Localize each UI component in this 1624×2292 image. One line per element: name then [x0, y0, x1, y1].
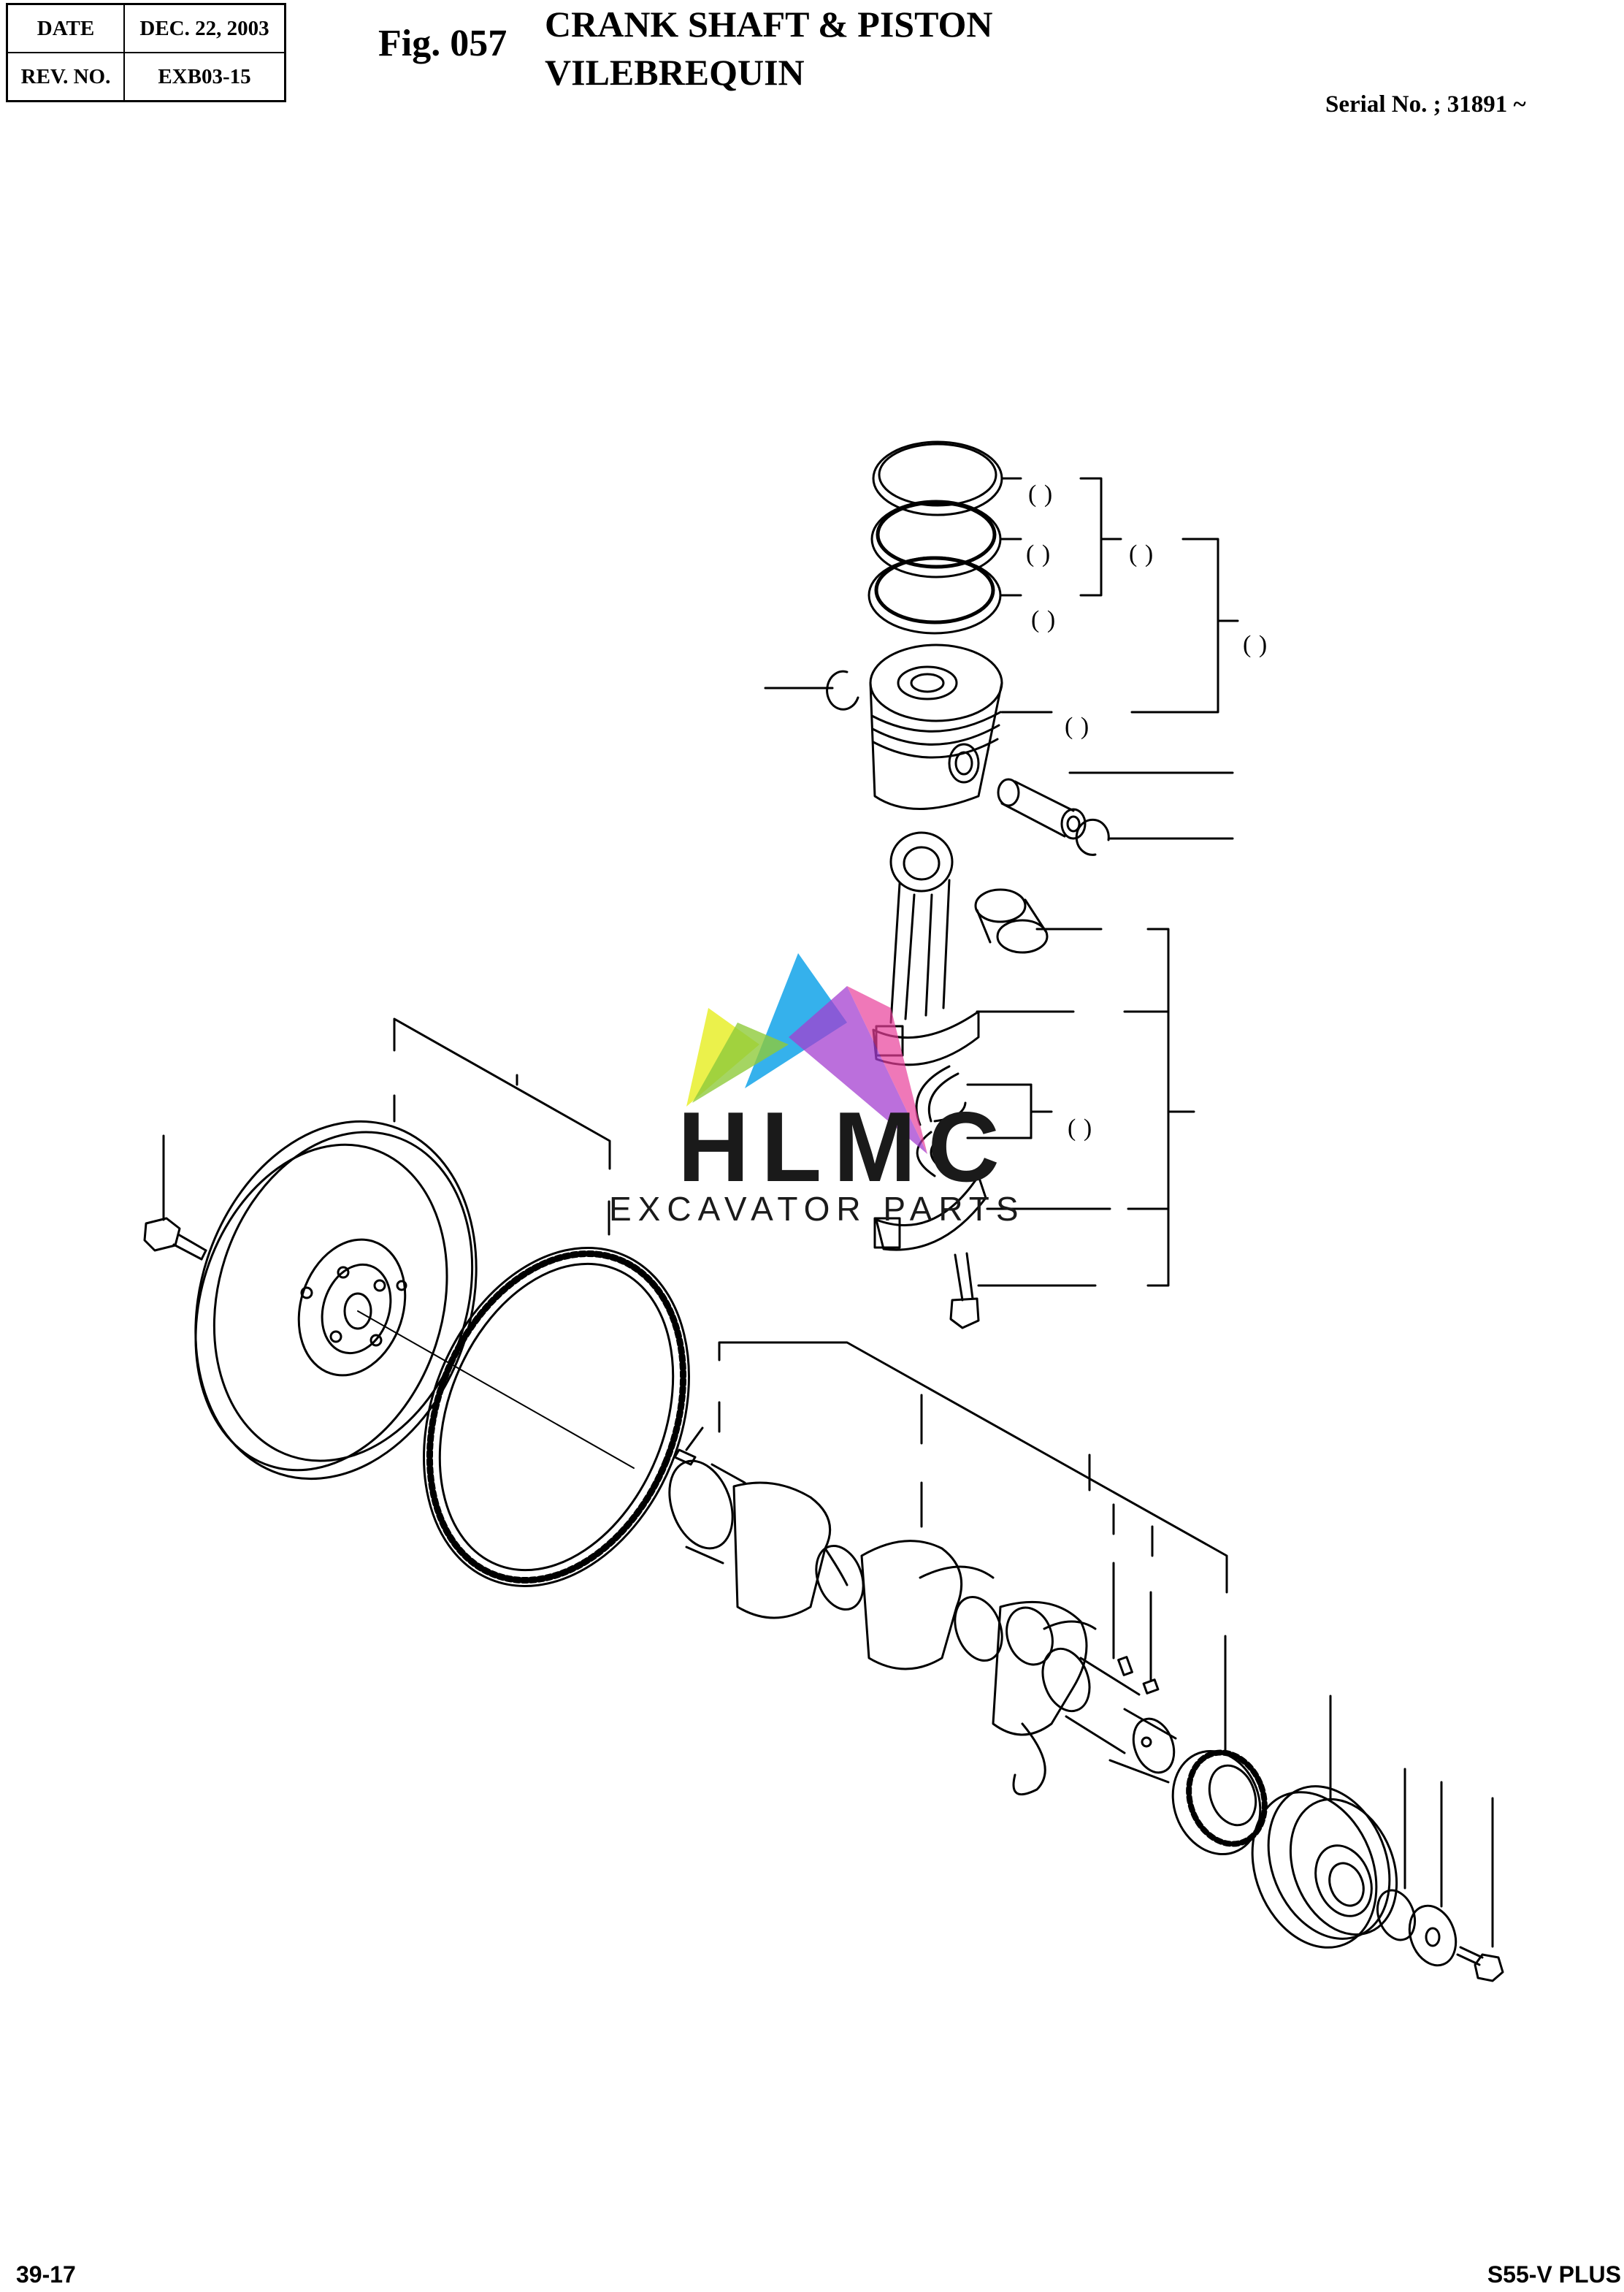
title-line-2: VILEBREQUIN — [545, 52, 805, 93]
watermark-brand: HLMC — [678, 1091, 1011, 1202]
callout-paren: ( ) — [1243, 631, 1268, 658]
bushing-icon — [974, 888, 1049, 954]
pulley-bolt-icon — [1456, 1946, 1504, 1982]
rev-label: REV. NO. — [6, 52, 125, 102]
callout-paren: ( ) — [1129, 540, 1154, 568]
rod-cap-icon — [873, 1174, 987, 1251]
callout-paren: ( ) — [1065, 713, 1090, 740]
crankshaft-callout-lines — [162, 1017, 1494, 1948]
washer-icon — [1376, 1889, 1458, 1967]
page-number: 39-17 — [16, 2261, 76, 2288]
snap-ring-icon — [826, 670, 859, 711]
dowel-pin-icon — [673, 1448, 697, 1466]
callout-paren: ( ) — [1031, 606, 1057, 633]
piston-pin-icon — [997, 778, 1087, 840]
serial-number: Serial No. ; 31891 ~ — [1325, 91, 1526, 118]
header-info-table: DATE DEC. 22, 2003 REV. NO. EXB03-15 — [6, 3, 286, 102]
crank-gear-icon — [1171, 1749, 1268, 1856]
callout-paren: ( ) — [1028, 481, 1054, 508]
connecting-rod-icon — [872, 831, 980, 1066]
crankshaft-icon — [668, 1459, 1177, 1796]
piston-rings-icon — [867, 440, 1003, 635]
callout-paren: ( ) — [1068, 1115, 1093, 1142]
piston-callout-lines — [764, 477, 1239, 1287]
figure-number: Fig. 057 — [378, 23, 508, 64]
flywheel-icon — [194, 1120, 635, 1481]
page-title: CRANK SHAFT & PISTON VILEBREQUIN — [545, 0, 993, 96]
rev-value: EXB03-15 — [123, 52, 286, 102]
snap-ring-right-icon — [1075, 818, 1110, 856]
pulley-icon — [1251, 1785, 1398, 1949]
flywheel-bolt-icon — [143, 1217, 207, 1261]
watermark-logo-icon — [686, 953, 927, 1154]
title-line-1: CRANK SHAFT & PISTON — [545, 4, 993, 45]
date-value: DEC. 22, 2003 — [123, 3, 286, 53]
date-label: DATE — [6, 3, 125, 53]
ring-gear-icon — [423, 1247, 690, 1587]
key-icon — [1117, 1656, 1160, 1695]
piston-icon — [869, 643, 1003, 810]
callout-paren: ( ) — [1026, 540, 1052, 568]
model-name: S55-V PLUS — [1487, 2261, 1621, 2288]
rod-bolt-icon — [949, 1252, 980, 1329]
watermark-tagline: EXCAVATOR PARTS — [609, 1190, 1025, 1228]
